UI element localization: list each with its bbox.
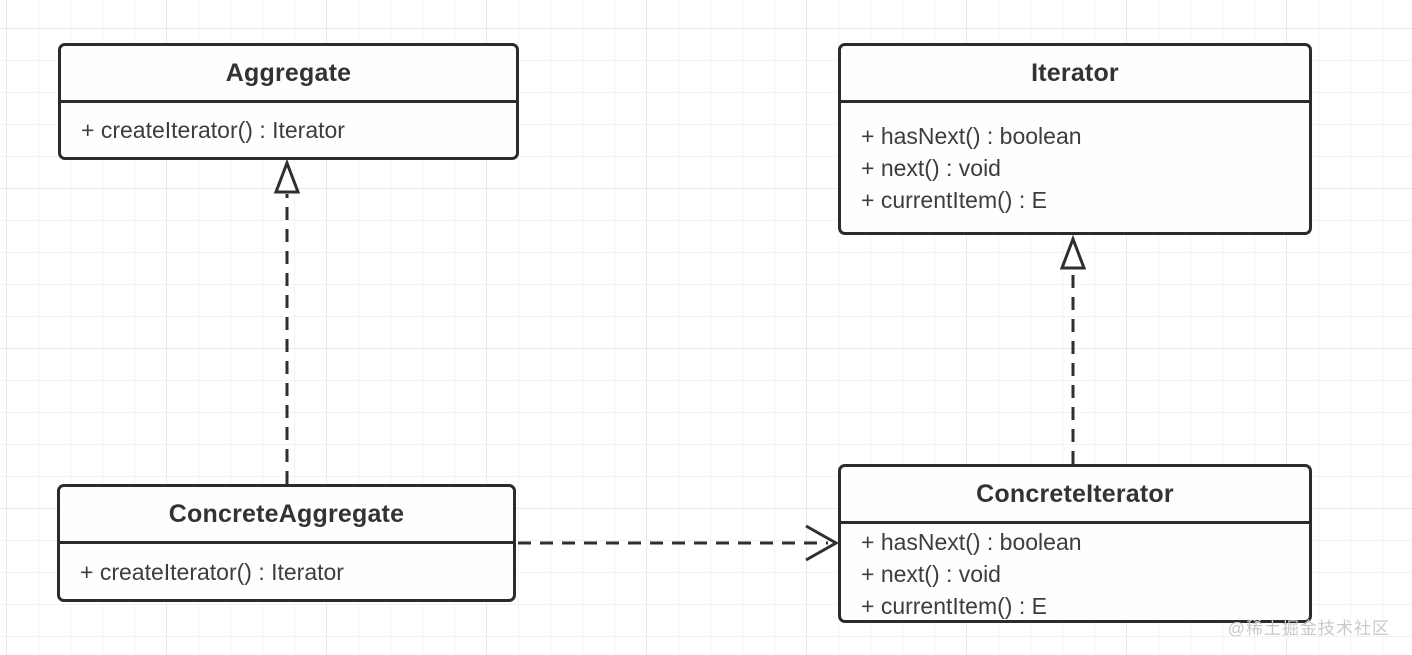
method-item: + hasNext() : boolean [861,122,1082,149]
class-name: ConcreteIterator [841,467,1309,524]
class-box-iterator: Iterator + hasNext() : boolean + next() … [838,43,1312,235]
realization-arrow-concrete-aggregate-to-aggregate [273,158,301,484]
class-name: ConcreteAggregate [60,487,513,544]
method-item: + createIterator() : Iterator [80,558,344,585]
method-item: + createIterator() : Iterator [81,117,345,143]
class-methods-section: + hasNext() : boolean + next() : void + … [841,524,1309,624]
class-methods-section: + hasNext() : boolean + next() : void + … [841,103,1309,232]
juejin-watermark: @稀土掘金技术社区 [1227,619,1390,638]
method-item: + hasNext() : boolean [861,529,1082,555]
method-item: + currentItem() : E [861,186,1047,213]
method-item: + currentItem() : E [861,593,1047,619]
method-item: + next() : void [861,154,1001,181]
hollow-triangle-arrowhead-icon [273,158,301,194]
class-box-aggregate: Aggregate + createIterator() : Iterator [58,43,519,160]
open-arrowhead-icon [805,524,840,562]
class-box-concrete-aggregate: ConcreteAggregate + createIterator() : I… [57,484,516,602]
class-name: Aggregate [61,46,516,103]
dependency-arrow-concrete-aggregate-to-concrete-iterator [518,524,840,562]
class-name: Iterator [841,46,1309,103]
hollow-triangle-arrowhead-icon [1059,234,1087,270]
realization-arrow-concrete-iterator-to-iterator [1059,234,1087,464]
class-methods-section: + createIterator() : Iterator [61,103,516,157]
class-box-concrete-iterator: ConcreteIterator + hasNext() : boolean +… [838,464,1312,623]
class-methods-section: + createIterator() : Iterator [60,544,513,599]
method-item: + next() : void [861,561,1001,587]
